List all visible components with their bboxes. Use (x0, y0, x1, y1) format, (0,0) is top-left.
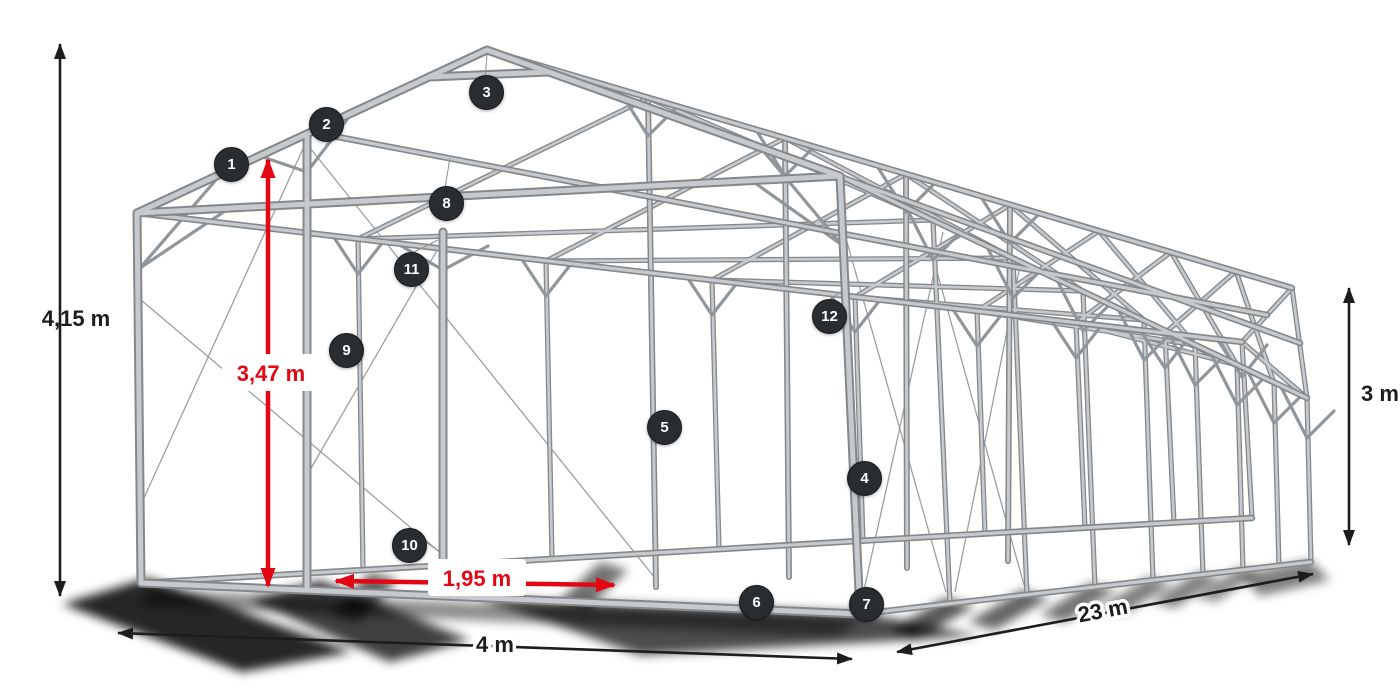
inner-height-label-plate (222, 354, 320, 391)
total-height-label: 4,15 m (42, 306, 111, 331)
part-badge-1: 1 (214, 147, 249, 182)
width-label: 4 m (476, 632, 514, 657)
part-badge-5: 5 (647, 410, 682, 445)
front-gable-frame (137, 50, 860, 614)
passage-width-label-plate (428, 559, 526, 596)
part-badge-2: 2 (309, 107, 344, 142)
part-badge-6: 6 (739, 585, 774, 620)
width-arrow (117, 627, 853, 665)
length-arrow (896, 570, 1314, 656)
part-badge-11: 11 (394, 252, 429, 287)
inner-height-label: 3,47 m (237, 361, 306, 386)
part-badge-9: 9 (329, 333, 364, 368)
part-badge-10: 10 (392, 528, 427, 563)
part-badge-4: 4 (847, 461, 882, 496)
part-badge-8: 8 (429, 186, 464, 221)
side-height-label: 3 m (1361, 381, 1399, 406)
part-badge-3: 3 (469, 75, 504, 110)
badge-leader-lines (409, 54, 844, 553)
part-badge-7: 7 (849, 587, 884, 622)
passage-width-label: 1,95 m (443, 566, 512, 591)
part-badge-12: 12 (812, 299, 847, 334)
